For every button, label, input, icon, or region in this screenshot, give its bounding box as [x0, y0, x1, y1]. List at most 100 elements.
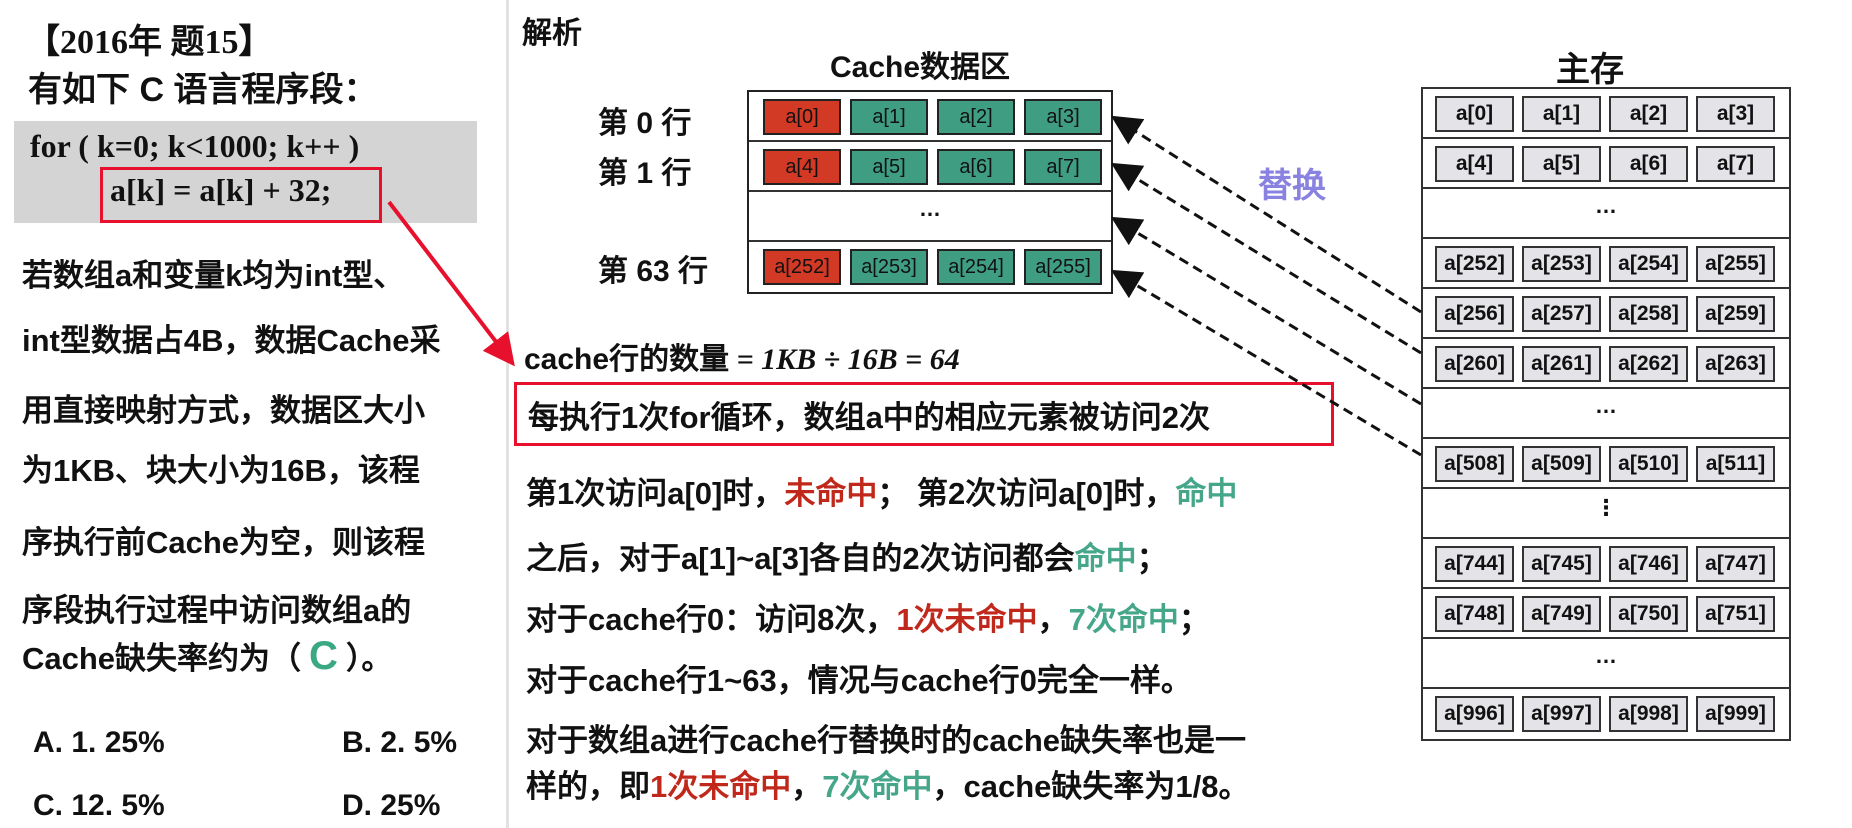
miss-text: 1次未命中: [650, 769, 792, 804]
formula-math: = 1KB ÷ 16B = 64: [729, 343, 960, 376]
array-element-cell: a[748]: [1435, 596, 1514, 632]
text: ，: [791, 769, 823, 804]
array-element-cell: a[999]: [1696, 696, 1775, 732]
ellipsis: ⋮: [1595, 495, 1617, 520]
array-element-cell: a[2]: [937, 99, 1015, 135]
option-b[interactable]: B. 2. 5%: [342, 726, 458, 759]
array-element-cell: a[5]: [1522, 146, 1601, 182]
question-line: 序执行前Cache为空，则该程: [22, 525, 426, 560]
cache-row-label: 第 1 行: [598, 157, 692, 190]
code-line-body: a[k] = a[k] + 32;: [110, 172, 332, 208]
block-row: a[0]a[1]a[2]a[3]: [1423, 89, 1789, 139]
array-element-cell: a[998]: [1609, 696, 1688, 732]
array-element-cell: a[261]: [1522, 346, 1601, 382]
text: 之后，对于a[1]~a[3]各自的2次访问都会: [526, 541, 1075, 576]
array-element-cell: a[996]: [1435, 696, 1514, 732]
array-element-cell: a[5]: [850, 149, 928, 185]
array-element-cell: a[6]: [1609, 146, 1688, 182]
replace-arrow: [1110, 216, 1422, 406]
cache-title: Cache数据区: [830, 51, 1011, 84]
block-row: a[260]a[261]a[262]a[263]: [1423, 339, 1789, 389]
question-intro: 有如下 C 语言程序段：: [28, 71, 378, 109]
array-element-cell: a[4]: [763, 149, 841, 185]
block-row: a[256]a[257]a[258]a[259]: [1423, 289, 1789, 339]
replace-label: 替换: [1258, 167, 1326, 205]
block-row: a[252]a[253]a[254]a[255]: [749, 242, 1111, 292]
formula: cache行的数量 = 1KB ÷ 16B = 64: [524, 334, 960, 378]
block-row: a[748]a[749]a[750]a[751]: [1423, 589, 1789, 639]
text: ；: [1136, 541, 1168, 576]
block-row: a[0]a[1]a[2]a[3]: [749, 92, 1111, 142]
array-element-cell: a[511]: [1696, 446, 1775, 482]
array-element-cell: a[509]: [1522, 446, 1601, 482]
array-element-cell: a[7]: [1024, 149, 1102, 185]
answer-mark: C: [309, 634, 338, 678]
analysis-line-2: 之后，对于a[1]~a[3]各自的2次访问都会命中；: [526, 533, 1168, 578]
question-line: 若数组a和变量k均为int型、: [22, 258, 405, 293]
array-element-cell: a[744]: [1435, 546, 1514, 582]
ellipsis-row: …: [749, 192, 1111, 242]
array-element-cell: a[263]: [1696, 346, 1775, 382]
question-title: 【2016年 题15】: [26, 24, 273, 61]
text: ，cache缺失率为1/8。: [932, 769, 1250, 804]
array-element-cell: a[252]: [1435, 246, 1514, 282]
array-element-cell: a[4]: [1435, 146, 1514, 182]
question-line: 为1KB、块大小为16B，该程: [22, 453, 420, 488]
array-element-cell: a[260]: [1435, 346, 1514, 382]
main-memory: a[0]a[1]a[2]a[3]a[4]a[5]a[6]a[7]…a[252]a…: [1421, 87, 1791, 741]
question-last-prefix: Cache缺失率约为（: [22, 641, 302, 676]
pointer-arrow: [387, 200, 515, 367]
array-element-cell: a[510]: [1609, 446, 1688, 482]
replace-arrow: [1110, 115, 1422, 314]
array-element-cell: a[255]: [1024, 249, 1102, 285]
ellipsis: …: [1595, 193, 1617, 218]
ellipsis: …: [919, 196, 941, 221]
block-row: a[4]a[5]a[6]a[7]: [1423, 139, 1789, 189]
analysis-line-3: 对于cache行0：访问8次，1次未命中，7次命中；: [526, 594, 1210, 639]
array-element-cell: a[749]: [1522, 596, 1601, 632]
ellipsis-row: …: [1423, 389, 1789, 439]
array-element-cell: a[3]: [1696, 96, 1775, 132]
option-c[interactable]: C. 12. 5%: [33, 789, 165, 822]
miss-text: 未命中: [784, 476, 878, 511]
option-d[interactable]: D. 25%: [342, 789, 441, 822]
question-last-suffix: ）。: [345, 641, 393, 676]
array-element-cell: a[254]: [937, 249, 1015, 285]
array-element-cell: a[256]: [1435, 296, 1514, 332]
array-element-cell: a[7]: [1696, 146, 1775, 182]
array-element-cell: a[0]: [1435, 96, 1514, 132]
block-row: a[508]a[509]a[510]a[511]: [1423, 439, 1789, 489]
text: 对于cache行0：访问8次，: [526, 602, 897, 637]
text: ；: [1178, 602, 1210, 637]
array-element-cell: a[1]: [1522, 96, 1601, 132]
cache-row-label: 第 0 行: [598, 107, 692, 140]
ellipsis: …: [1595, 643, 1617, 668]
array-element-cell: a[747]: [1696, 546, 1775, 582]
block-row: a[4]a[5]a[6]a[7]: [749, 142, 1111, 192]
array-element-cell: a[2]: [1609, 96, 1688, 132]
replace-arrow: [1110, 162, 1422, 355]
replace-arrow: [1110, 269, 1422, 457]
array-element-cell: a[253]: [850, 249, 928, 285]
array-element-cell: a[750]: [1609, 596, 1688, 632]
option-a[interactable]: A. 1. 25%: [33, 726, 165, 759]
array-element-cell: a[252]: [763, 249, 841, 285]
analysis-line-6: 样的，即1次未命中，7次命中，cache缺失率为1/8。: [526, 761, 1250, 806]
array-element-cell: a[0]: [763, 99, 841, 135]
formula-label: cache行的数量: [524, 343, 730, 376]
hit-text: 命中: [1175, 476, 1238, 511]
cache-data-area: a[0]a[1]a[2]a[3]a[4]a[5]a[6]a[7]…a[252]a…: [747, 90, 1113, 294]
array-element-cell: a[1]: [850, 99, 928, 135]
ellipsis-row: ⋮: [1423, 489, 1789, 539]
array-element-cell: a[253]: [1522, 246, 1601, 282]
highlight-box: [514, 382, 1334, 446]
block-row: a[996]a[997]a[998]a[999]: [1423, 689, 1789, 739]
memory-title: 主存: [1556, 51, 1624, 89]
block-row: a[252]a[253]a[254]a[255]: [1423, 239, 1789, 289]
array-element-cell: a[259]: [1696, 296, 1775, 332]
array-element-cell: a[255]: [1696, 246, 1775, 282]
ellipsis: …: [1595, 393, 1617, 418]
text: ，: [1037, 602, 1069, 637]
text: 样的，即: [526, 769, 650, 804]
panel-divider: [506, 0, 509, 828]
